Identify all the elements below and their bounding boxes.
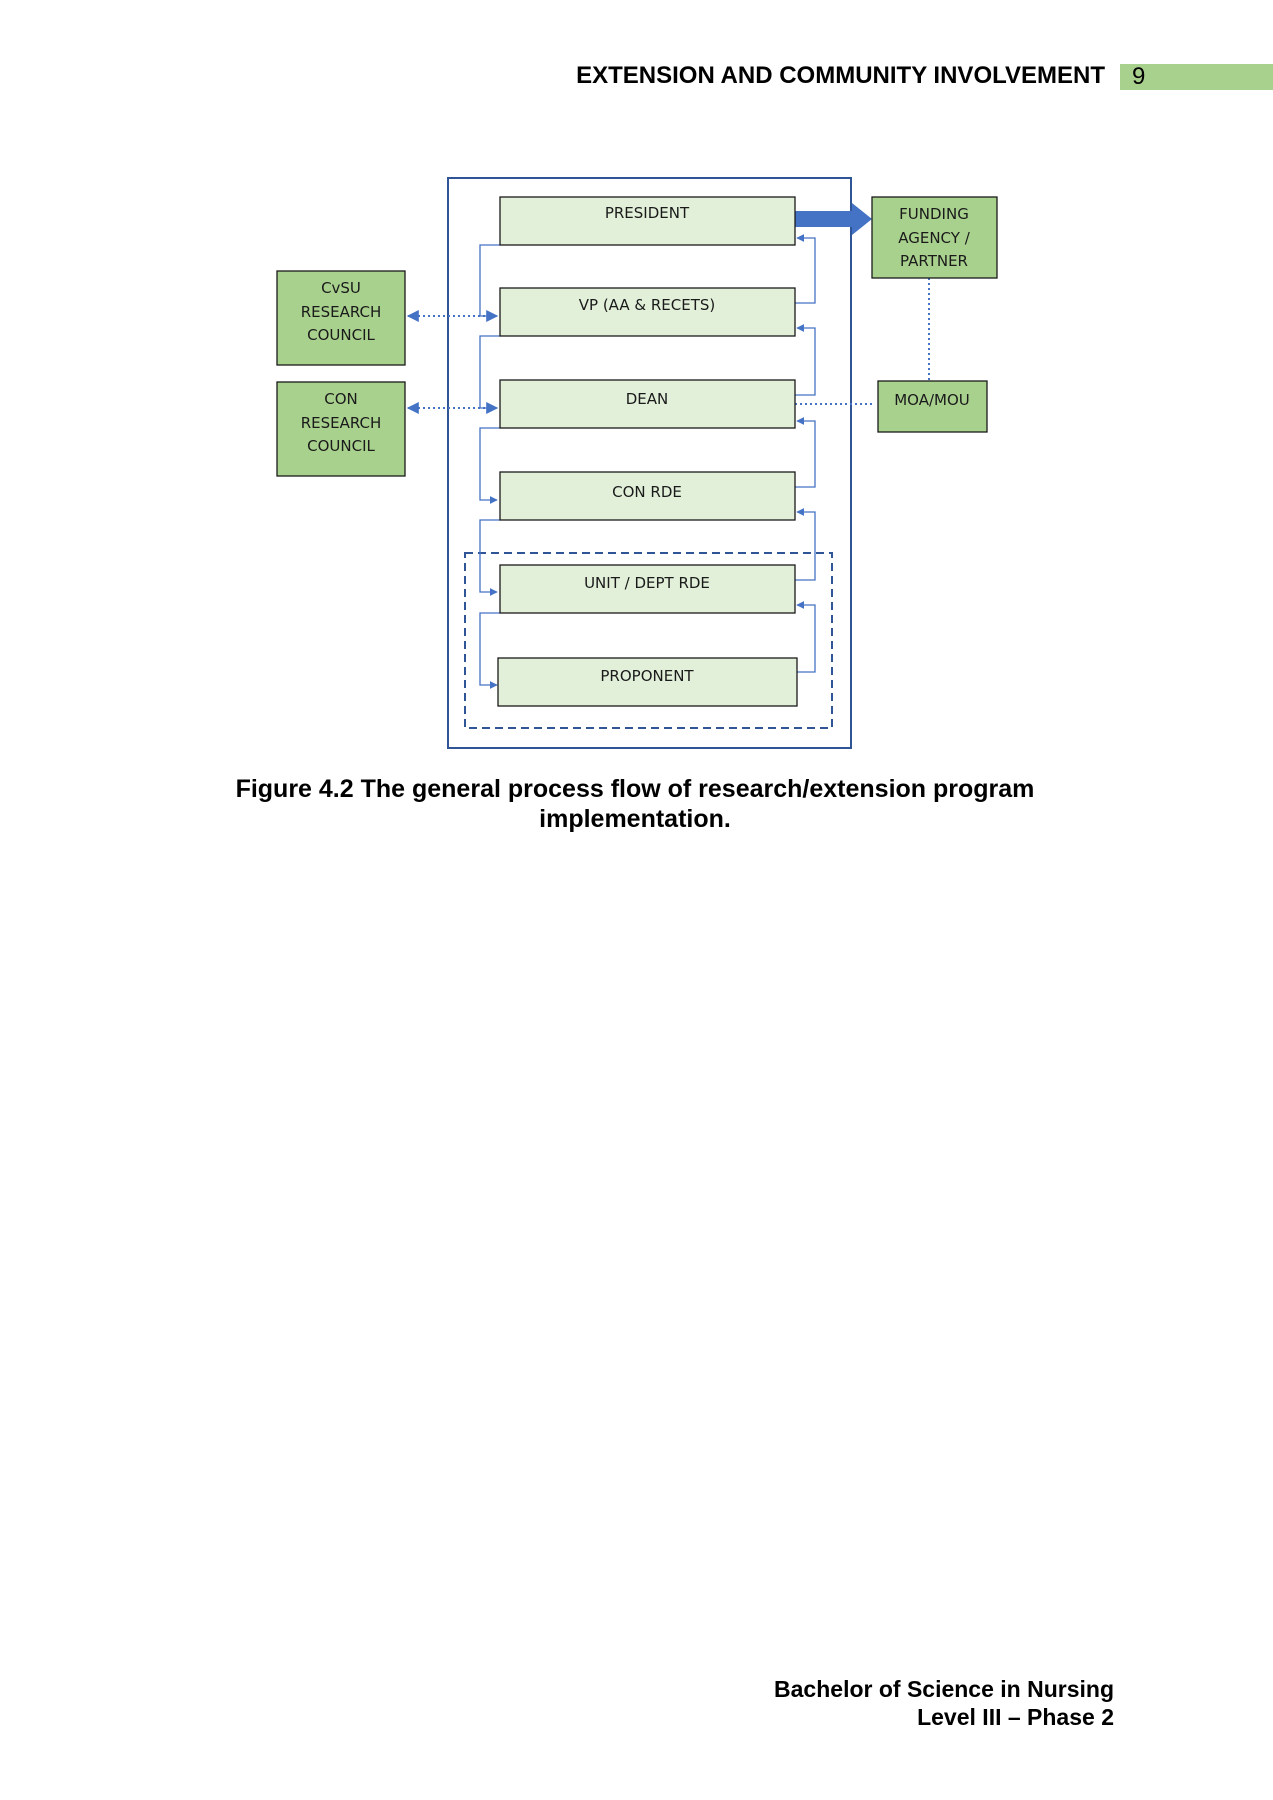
funding-line-3: PARTNER (900, 252, 968, 270)
cvsu-council-line-1: CvSU (321, 279, 361, 297)
chain-box-con-rde: CON RDE (499, 471, 796, 521)
return-connector-proponent-to-unit (796, 601, 816, 673)
down-connector-conrde-to-unit (479, 519, 500, 596)
cvsu-council-line-3: COUNCIL (307, 326, 375, 344)
return-connector-unit-to-conrde (795, 508, 816, 581)
moa-mou-label: MOA/MOU (894, 391, 970, 409)
funding-agency-partner-box: FUNDING AGENCY / PARTNER (871, 196, 998, 279)
footer-level-phase: Level III – Phase 2 (917, 1704, 1114, 1730)
return-connector-conrde-to-dean (795, 417, 816, 488)
moa-mou-box: MOA/MOU (877, 380, 988, 433)
running-header-title: EXTENSION AND COMMUNITY INVOLVEMENT (576, 62, 1105, 89)
return-connector-dean-to-vp (795, 324, 816, 396)
con-council-line-3: COUNCIL (307, 437, 375, 455)
chain-box-proponent: PROPONENT (497, 657, 798, 707)
chain-box-label: CON RDE (612, 483, 682, 501)
president-to-funding-arrow (795, 203, 872, 235)
chain-box-label: PROPONENT (600, 667, 694, 685)
page-number: 9 (1132, 63, 1146, 90)
down-connector-vp-to-dean (479, 335, 500, 412)
funding-line-2: AGENCY / (898, 229, 970, 247)
chain-box-label: UNIT / DEPT RDE (584, 574, 710, 592)
return-connector-vp-to-president (795, 234, 816, 304)
figure-caption-line-1: Figure 4.2 The general process flow of r… (235, 775, 1035, 803)
cvsu-council-line-2: RESEARCH (301, 303, 382, 321)
outer-frame (447, 177, 852, 749)
page-footer: Bachelor of Science in Nursing Level III… (700, 1675, 1114, 1731)
figure-caption: Figure 4.2 The general process flow of r… (150, 774, 1120, 834)
down-connector-president-to-vp (479, 244, 500, 320)
chain-box-label: VP (AA & RECETS) (579, 296, 716, 314)
figure-caption-line-2: implementation. (539, 805, 731, 833)
chain-box-vp: VP (AA & RECETS) (499, 287, 796, 337)
process-flow-diagram: PRESIDENT VP (AA & RECETS) DEAN CON RDE … (276, 177, 998, 749)
down-connector-unit-to-proponent (479, 612, 500, 689)
funding-line-1: FUNDING (899, 205, 969, 223)
down-connector-dean-to-conrde (479, 427, 500, 504)
con-research-council-box: CON RESEARCH COUNCIL (276, 381, 406, 477)
chain-box-president: PRESIDENT (499, 196, 796, 246)
footer-program: Bachelor of Science in Nursing (774, 1676, 1114, 1702)
con-council-line-1: CON (324, 390, 358, 408)
dashed-group-frame (464, 552, 833, 729)
cvsu-research-council-box: CvSU RESEARCH COUNCIL (276, 270, 406, 366)
chain-box-dean: DEAN (499, 379, 796, 429)
chain-box-label: DEAN (626, 390, 669, 408)
page-number-tab (1120, 64, 1273, 90)
chain-box-unit-dept-rde: UNIT / DEPT RDE (499, 564, 796, 614)
con-council-line-2: RESEARCH (301, 414, 382, 432)
chain-box-label: PRESIDENT (605, 204, 690, 222)
